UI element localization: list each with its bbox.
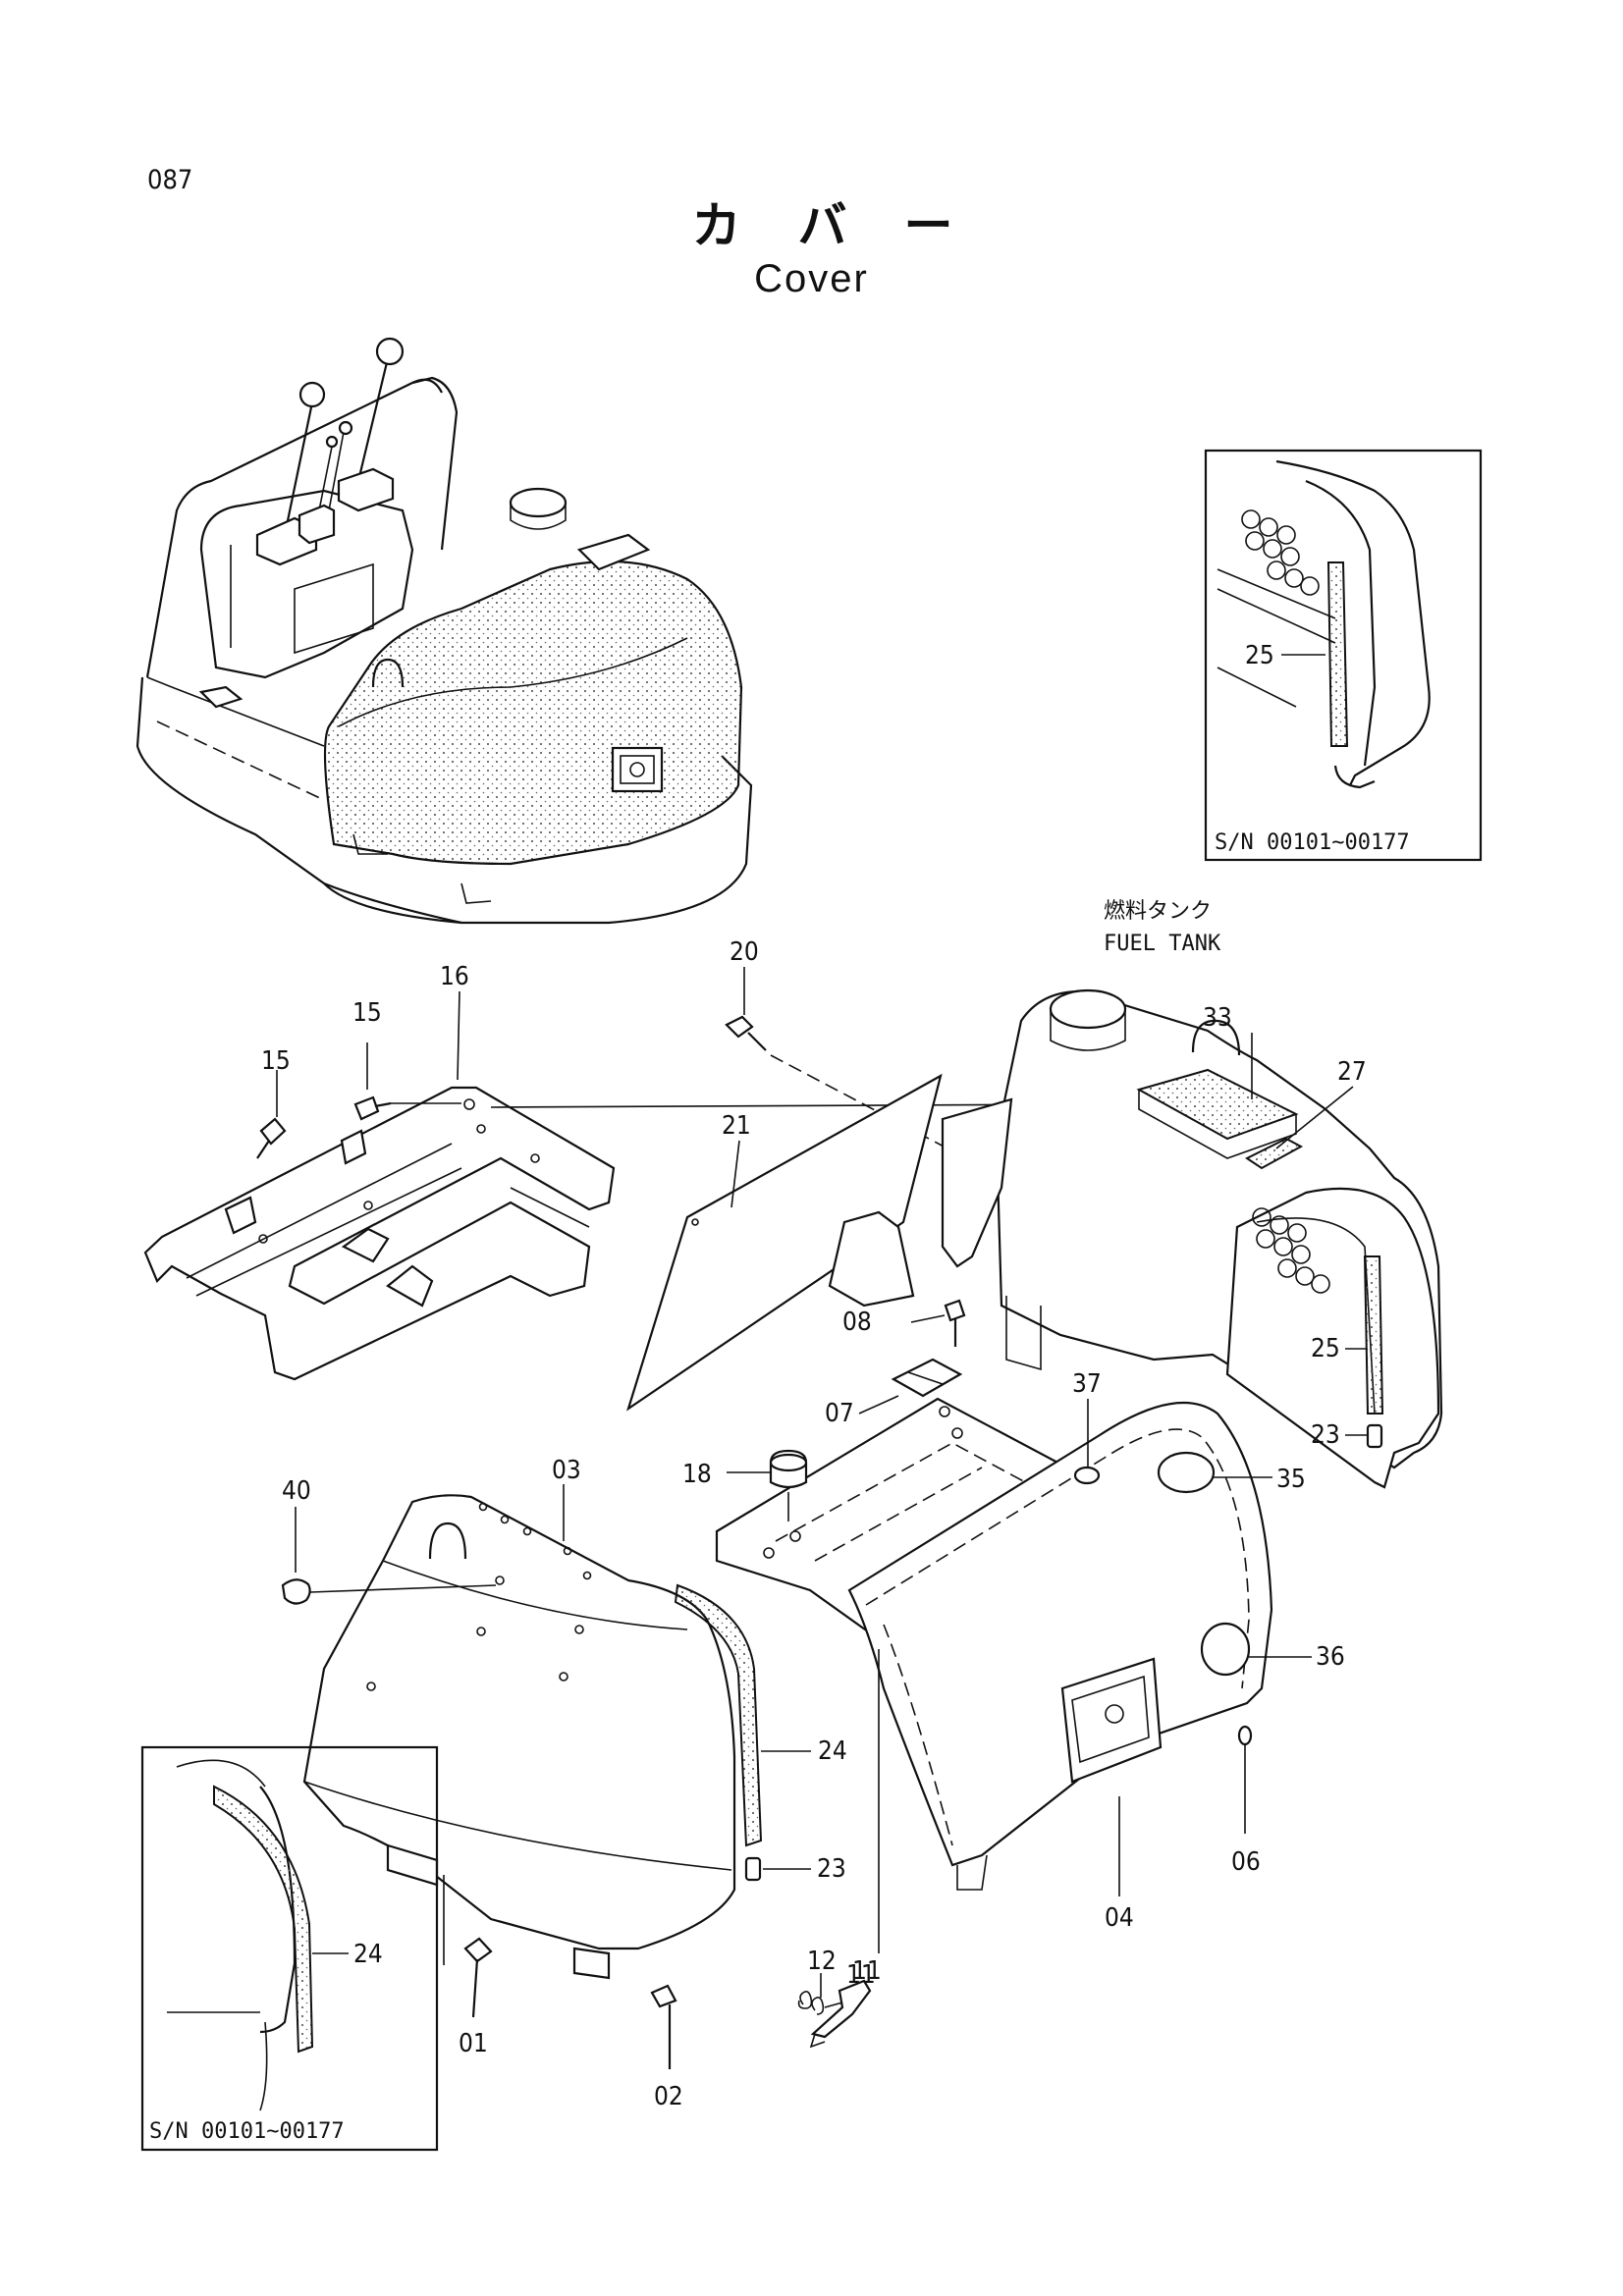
bolt-08	[910, 1299, 966, 1347]
latch-11	[809, 1979, 872, 2049]
spring-12	[797, 1973, 843, 2015]
callout-16: 16	[440, 962, 469, 991]
callout-11-lower: 11	[846, 1960, 876, 1990]
callout-06: 06	[1231, 1847, 1261, 1877]
callout-20: 20	[730, 937, 759, 967]
callout-15-upper: 15	[352, 998, 382, 1028]
callout-12: 12	[807, 1947, 837, 1976]
plate-21	[626, 1073, 943, 1412]
callout-24-inset: 24	[353, 1940, 383, 1969]
fuel-tank-label-en: FUEL TANK	[1104, 932, 1221, 956]
frame-bracket-16	[143, 1086, 616, 1381]
callout-23-right: 23	[1311, 1420, 1340, 1450]
callout-02: 02	[654, 2082, 683, 2111]
callout-01: 01	[459, 2029, 488, 2058]
fuel-tank-assembly	[828, 988, 1443, 1489]
callout-08: 08	[842, 1308, 872, 1337]
bolt-15-lower	[256, 1070, 287, 1159]
rubber-stopper-18	[727, 1449, 808, 1522]
callout-11-upper: 11	[852, 1956, 882, 1986]
hinge-07	[891, 1358, 963, 1398]
callout-33: 33	[1203, 1003, 1232, 1033]
callout-23-left: 23	[817, 1854, 846, 1884]
callout-18: 18	[682, 1460, 712, 1489]
bolt-15-upper	[353, 1042, 461, 1121]
callout-37: 37	[1072, 1369, 1102, 1399]
callout-15-lower: 15	[261, 1046, 291, 1076]
machine-overview-illustration	[135, 337, 753, 925]
serial-variant-inset-bottom: 24 S/N 00101~00177	[140, 1745, 439, 2152]
bolt-01	[463, 1937, 493, 2018]
side-cover-04	[847, 1402, 1273, 1891]
callout-21: 21	[722, 1111, 751, 1141]
callout-03: 03	[552, 1456, 581, 1485]
nut-06	[1237, 1725, 1253, 1834]
callout-04: 04	[1105, 1903, 1134, 1933]
callout-36: 36	[1316, 1642, 1345, 1672]
callout-27: 27	[1337, 1057, 1367, 1087]
callout-40: 40	[282, 1476, 311, 1506]
callout-24-main: 24	[818, 1736, 847, 1766]
page-number: 087	[147, 165, 193, 195]
page-title-japanese: カバー	[691, 197, 1010, 254]
callout-35: 35	[1276, 1465, 1306, 1494]
serial-variant-inset-top: 25 S/N 00101~00177	[1204, 449, 1483, 862]
bolt-02	[650, 1984, 677, 2069]
cover-03	[302, 1494, 763, 1980]
callout-07: 07	[825, 1399, 854, 1428]
page-title-english: Cover	[754, 257, 869, 300]
fuel-tank-label-ja: 燃料タンク	[1104, 899, 1212, 924]
callout-25-inset: 25	[1245, 641, 1274, 670]
serial-note-bottom: S/N 00101~00177	[149, 2119, 345, 2144]
serial-note-top: S/N 00101~00177	[1215, 830, 1410, 855]
pin-40	[281, 1507, 497, 1605]
callout-25: 25	[1311, 1334, 1340, 1363]
